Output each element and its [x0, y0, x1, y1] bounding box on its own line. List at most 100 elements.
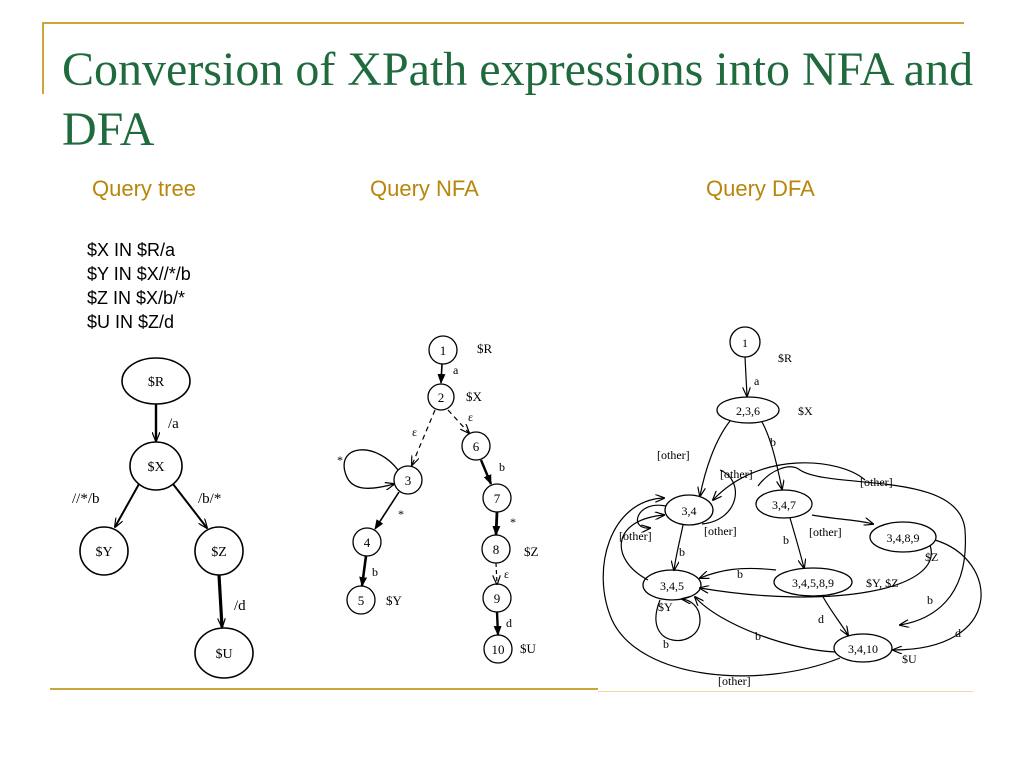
- dfa-edge-label: d: [955, 626, 961, 640]
- query-line: $Y IN $X//*/b: [87, 264, 191, 284]
- dfa-edge: [701, 469, 736, 525]
- nfa-edge: [412, 409, 436, 465]
- nfa-edge: [492, 511, 501, 536]
- nfa-state-label: 3: [405, 473, 412, 488]
- tree-edge: [217, 574, 222, 627]
- title-accent-vertical: [42, 22, 44, 94]
- dfa-edge: [713, 462, 866, 500]
- nfa-edge: [479, 459, 493, 485]
- footer-rule: [50, 688, 598, 690]
- query-line: $U IN $Z/d: [87, 312, 175, 332]
- dfa-edge-label: b: [663, 637, 669, 651]
- tree-edge: [172, 483, 207, 528]
- dfa-edge-label: b: [679, 545, 685, 559]
- nfa-edge-label: *: [510, 515, 516, 529]
- dfa-edge: [700, 420, 731, 496]
- dfa-edge-label: [other]: [619, 529, 652, 543]
- dfa-var-label: $R: [778, 351, 792, 365]
- dfa-edge: [695, 597, 836, 653]
- tree-edge: [115, 483, 140, 527]
- dfa-edge: [636, 504, 667, 528]
- dfa-state-label: 3,4,5: [660, 579, 684, 593]
- tree-edge-label: /b/*: [198, 491, 221, 507]
- nfa-edge-label: b: [372, 565, 378, 579]
- dfa-edge-label: [other]: [657, 448, 690, 462]
- nfa-state: [428, 335, 458, 365]
- nfa-edge: [437, 363, 446, 384]
- dfa-edge: [811, 514, 873, 524]
- nfa-state-label: 10: [492, 642, 505, 657]
- dfa-var-label: $X: [798, 404, 813, 418]
- tree-node-label: $X: [147, 460, 164, 475]
- query-dfa: 1 2,3,6 3,4 3,4,7 3,4,8,9 3,4,5 3,4,5,8,…: [602, 326, 982, 688]
- dfa-edge-label: b: [755, 629, 761, 643]
- tree-edge-label: /a: [168, 416, 179, 432]
- nfa-state-label: 2: [438, 390, 445, 405]
- dfa-edge: [745, 356, 747, 396]
- tree-node-label: $Y: [95, 545, 112, 560]
- tree-node-label: $Z: [211, 545, 227, 560]
- nfa-edge: [496, 562, 497, 584]
- nfa-edge-label: *: [398, 507, 404, 521]
- dfa-edge-label: b: [927, 593, 933, 607]
- nfa-self-loop: [343, 449, 399, 488]
- tree-edge-label: /d: [234, 598, 246, 614]
- dfa-var-label: $Y: [658, 600, 673, 614]
- nfa-state-label: 1: [440, 343, 447, 358]
- nfa-edge-label: b: [499, 460, 505, 474]
- query-tree: $R $X $Y $Z $U /a //*/b /b/* /d: [72, 357, 254, 679]
- query-line: $X IN $R/a: [87, 240, 176, 260]
- dfa-edge: [789, 517, 804, 568]
- nfa-state: [393, 465, 423, 495]
- dfa-edge-label: b: [783, 533, 789, 547]
- dfa-state-label: 3,4,5,8,9: [792, 576, 834, 590]
- dfa-edge-label: b: [737, 567, 743, 581]
- dfa-edge-label: [other]: [704, 524, 737, 538]
- nfa-var-label: $Y: [386, 593, 403, 608]
- dfa-edge: [700, 567, 777, 578]
- nfa-var-label: $Z: [524, 544, 539, 559]
- dfa-edge: [674, 524, 684, 570]
- nfa-state: [427, 383, 455, 411]
- dfa-edge: [761, 421, 782, 489]
- dfa-edge-label: [other]: [720, 467, 753, 481]
- dfa-state: [773, 567, 853, 597]
- tree-node-label: $U: [215, 647, 232, 662]
- heading-query-tree: Query tree: [92, 176, 196, 201]
- tree-node-label: $R: [148, 375, 165, 390]
- nfa-state: [352, 527, 382, 557]
- query-list: $X IN $R/a $Y IN $X//*/b $Z IN $X/b/* $U…: [87, 238, 191, 334]
- nfa-edge-label: a: [453, 363, 459, 377]
- nfa-edge-label: *: [337, 453, 343, 467]
- dfa-state: [664, 494, 714, 526]
- tree-node-y: [79, 526, 129, 576]
- nfa-var-label: $U: [520, 641, 537, 656]
- tree-edge-label: //*/b: [72, 491, 100, 507]
- dfa-state-label: 3,4,8,9: [887, 531, 920, 545]
- dfa-edge-label: a: [754, 374, 760, 388]
- heading-query-nfa: Query NFA: [370, 176, 479, 201]
- heading-query-dfa: Query DFA: [706, 176, 815, 201]
- dfa-edge-label: [other]: [718, 674, 751, 688]
- nfa-edge: [374, 491, 400, 530]
- dfa-edge: [620, 515, 664, 581]
- dfa-edge: [700, 544, 932, 598]
- footer-rule-thin: [598, 691, 973, 692]
- nfa-state-label: 8: [493, 542, 500, 557]
- nfa-state-label: 7: [494, 491, 501, 506]
- dfa-state-label: 3,4: [682, 504, 697, 518]
- nfa-state-label: 9: [494, 591, 501, 606]
- dfa-edge-label: b: [770, 435, 776, 449]
- nfa-var-label: $X: [466, 389, 483, 404]
- dfa-var-label: $U: [902, 652, 917, 666]
- nfa-edge-label: ε: [412, 425, 417, 439]
- dfa-edge: [821, 594, 848, 635]
- nfa-edge: [359, 555, 368, 587]
- dfa-var-label: $Z: [925, 550, 938, 564]
- dfa-state-label: 3,4,10: [848, 642, 878, 656]
- nfa-state-label: 5: [358, 593, 365, 608]
- dfa-edge-label: [other]: [860, 475, 893, 489]
- nfa-state: [461, 431, 491, 461]
- dfa-edge-label: [other]: [809, 525, 842, 539]
